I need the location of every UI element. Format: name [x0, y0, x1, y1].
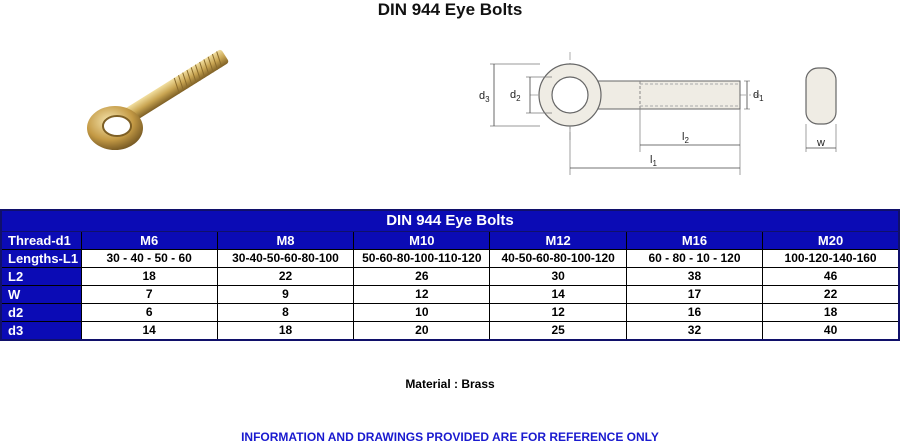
eye-bolt-photo — [87, 49, 229, 150]
reference-disclaimer: INFORMATION AND DRAWINGS PROVIDED ARE FO… — [241, 430, 659, 444]
table-cell: 18 — [80, 267, 218, 286]
page-title: DIN 944 Eye Bolts — [377, 0, 523, 19]
table-cell: 12 — [353, 285, 491, 304]
table-cell: 22 — [762, 285, 900, 304]
row-label: Lengths-L1 — [0, 249, 82, 268]
table-cell: 6 — [80, 303, 218, 322]
table-cell: 40 — [762, 321, 900, 341]
table-cell: 9 — [216, 285, 355, 304]
d1-label: d1 — [753, 89, 764, 103]
table-cell: 26 — [353, 267, 491, 286]
table-cell: 30 — [489, 267, 627, 286]
table-cell: 17 — [625, 285, 764, 304]
table-row: Lengths-L1 30 - 40 - 50 - 60 30-40-50-60… — [0, 249, 900, 268]
table-cell: 14 — [489, 285, 627, 304]
table-cell: 22 — [216, 267, 355, 286]
table-cell: 16 — [625, 303, 764, 322]
d2-label: d2 — [510, 89, 521, 103]
column-header: M16 — [625, 231, 764, 250]
table-cell: 100-120-140-160 — [762, 249, 900, 268]
column-header: M10 — [353, 231, 491, 250]
table-row: d3 14 18 20 25 32 40 — [0, 321, 900, 341]
table-cell: 18 — [762, 303, 900, 322]
table-cell: 38 — [625, 267, 764, 286]
l2-label: l2 — [682, 131, 689, 145]
table-cell: 7 — [80, 285, 218, 304]
specification-table: DIN 944 Eye Bolts Thread-d1 M6 M8 M10 M1… — [0, 209, 900, 341]
eye-bolt-end-view: w — [805, 67, 837, 152]
table-cell: 25 — [489, 321, 627, 341]
column-header: M8 — [216, 231, 355, 250]
table-cell: 60 - 80 - 10 - 120 — [625, 249, 764, 268]
table-cell: 18 — [216, 321, 355, 341]
material-note: Material : Brass — [405, 377, 495, 391]
table-cell: 20 — [353, 321, 491, 341]
w-label: w — [816, 137, 825, 149]
table-row: L2 18 22 26 30 38 46 — [0, 267, 900, 286]
table-header-row: Thread-d1 M6 M8 M10 M12 M16 M20 — [0, 231, 900, 250]
column-header: M6 — [80, 231, 218, 250]
row-label: W — [0, 285, 82, 304]
table-cell: 8 — [216, 303, 355, 322]
table-cell: 50-60-80-100-110-120 — [353, 249, 491, 268]
table-cell: 14 — [80, 321, 218, 341]
l1-label: l1 — [650, 154, 657, 168]
table-cell: 32 — [625, 321, 764, 341]
table-cell: 12 — [489, 303, 627, 322]
table-caption: DIN 944 Eye Bolts — [0, 209, 900, 232]
table-cell: 30 - 40 - 50 - 60 — [80, 249, 218, 268]
table-cell: 30-40-50-60-80-100 — [216, 249, 355, 268]
table-cell: 10 — [353, 303, 491, 322]
eye-bolt-technical-drawing: d3 d2 d1 l2 l1 — [479, 52, 764, 175]
table-cell: 46 — [762, 267, 900, 286]
row-label: d2 — [0, 303, 82, 322]
d3-label: d3 — [479, 90, 490, 104]
table-row: W 7 9 12 14 17 22 — [0, 285, 900, 304]
column-header: M20 — [762, 231, 900, 250]
row-label: L2 — [0, 267, 82, 286]
row-label: d3 — [0, 321, 82, 341]
row-label: Thread-d1 — [0, 231, 82, 250]
column-header: M12 — [489, 231, 627, 250]
table-cell: 40-50-60-80-100-120 — [489, 249, 627, 268]
table-row: d2 6 8 10 12 16 18 — [0, 303, 900, 322]
